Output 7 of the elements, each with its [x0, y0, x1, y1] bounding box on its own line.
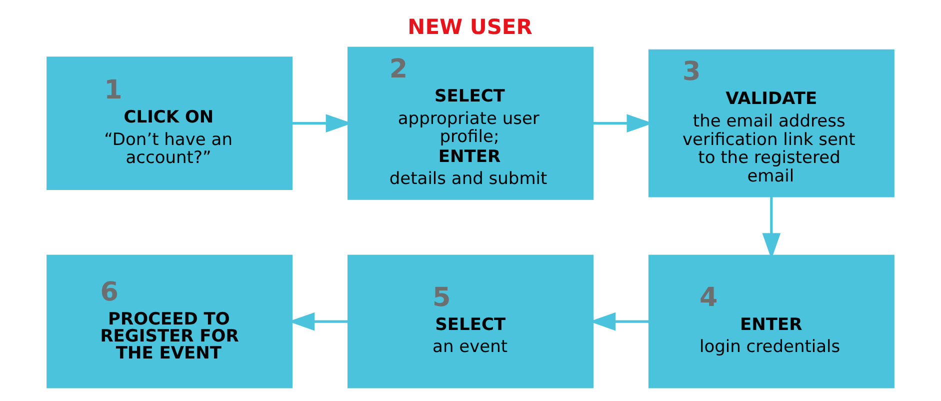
node-box: 2 SELECT appropriate user profile; ENTER details and submit [348, 46, 594, 200]
node-box: 4 ENTER login credentials [648, 254, 894, 388]
node-box: 1 CLICK ON “Don’t have an account?” [46, 56, 293, 190]
node-box: 6 PROCEED TO REGISTER FOR THE EVENT [46, 254, 293, 388]
node-box: 3 VALIDATE the email address verification link sent to the registered email [648, 49, 894, 198]
node-box: 5 SELECT an event [348, 254, 594, 388]
diagram-title: NEW USER [408, 15, 532, 40]
